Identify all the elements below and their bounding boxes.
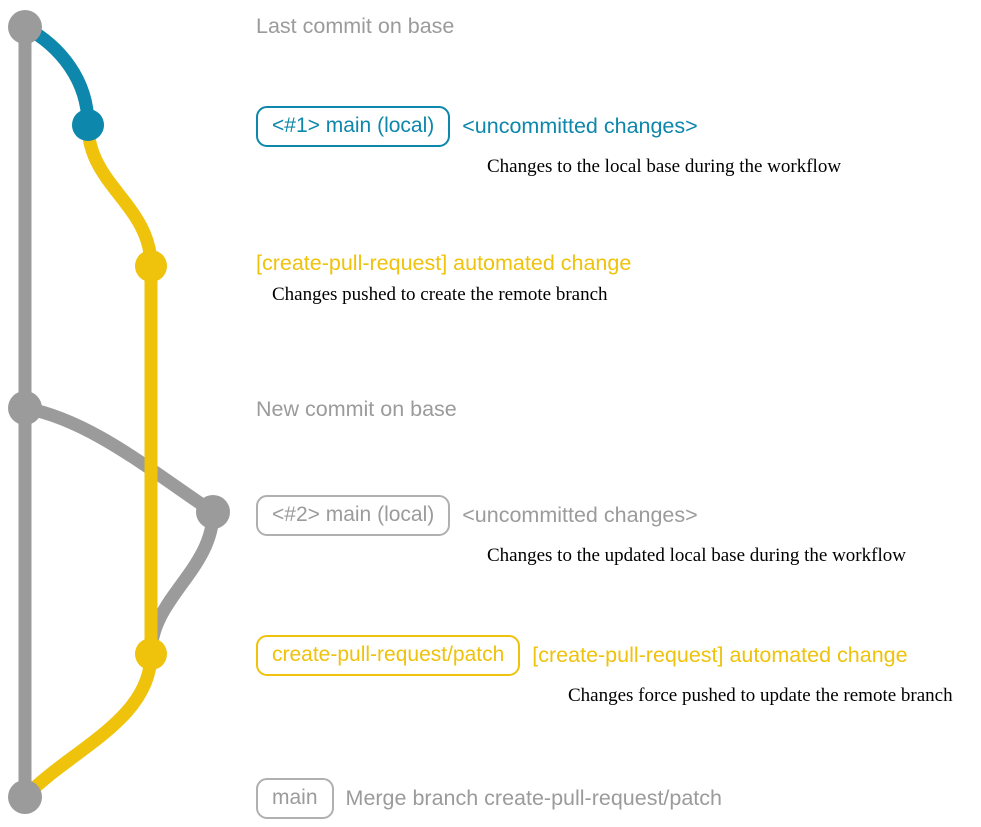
base-new-commit[interactable] — [8, 391, 42, 425]
merge-commit-subject: Merge branch create-pull-request/patch — [345, 785, 722, 810]
branch-pill-main-local-1[interactable]: <#1> main (local) — [256, 106, 451, 147]
automated-change-1-subject: [create-pull-request] automated change — [256, 251, 632, 275]
local-commit-1[interactable] — [72, 109, 104, 141]
automated-change-2-body: Changes force pushed to update the remot… — [568, 685, 953, 706]
local-change-2-subject: <uncommitted changes> — [462, 502, 698, 527]
automated2-to-merge-line — [18, 647, 158, 804]
row-new-commit-on-base: New commit on base — [256, 397, 457, 422]
local1-to-automated1-line — [81, 118, 158, 273]
branch-pill-main-local-2[interactable]: <#2> main (local) — [256, 495, 451, 536]
local-change-2-headline: <#2> main (local) <uncommitted changes> — [256, 495, 698, 536]
base-to-local2-line — [18, 401, 220, 519]
local-commit-2[interactable] — [196, 495, 230, 529]
row-automated-change-1: [create-pull-request] automated change C… — [256, 251, 632, 306]
row-last-commit-on-base: Last commit on base — [256, 14, 454, 39]
row-local-change-1: <#1> main (local) <uncommitted changes> … — [256, 106, 841, 178]
automated-change-1-body: Changes pushed to create the remote bran… — [272, 283, 608, 305]
row-merge-commit: main Merge branch create-pull-request/pa… — [256, 778, 722, 819]
automated-commit-1[interactable] — [135, 250, 167, 282]
last-commit-on-base-note: Last commit on base — [256, 14, 455, 38]
local-change-1-body: Changes to the local base during the wor… — [487, 156, 842, 177]
local-change-1-subject: <uncommitted changes> — [462, 113, 698, 138]
branch-pill-create-pull-request-patch[interactable]: create-pull-request/patch — [256, 635, 521, 676]
automated-commit-2[interactable] — [135, 638, 167, 670]
merge-commit-node[interactable] — [8, 780, 42, 814]
branch-pill-main[interactable]: main — [256, 778, 334, 819]
automated-change-2-subject: [create-pull-request] automated change — [532, 642, 908, 667]
base-head-commit[interactable] — [8, 10, 42, 44]
row-automated-change-2: create-pull-request/patch [create-pull-r… — [256, 635, 953, 707]
local2-to-automated2-line — [144, 505, 220, 661]
commit-nodes — [8, 10, 230, 814]
new-commit-on-base-note: New commit on base — [256, 397, 457, 421]
local-change-2-body: Changes to the updated local base during… — [487, 545, 906, 566]
merge-commit-headline: main Merge branch create-pull-request/pa… — [256, 778, 722, 819]
row-local-change-2: <#2> main (local) <uncommitted changes> … — [256, 495, 906, 567]
base-to-local1-line — [18, 20, 95, 132]
automated-change-2-headline: create-pull-request/patch [create-pull-r… — [256, 635, 908, 676]
local-change-1-headline: <#1> main (local) <uncommitted changes> — [256, 106, 698, 147]
